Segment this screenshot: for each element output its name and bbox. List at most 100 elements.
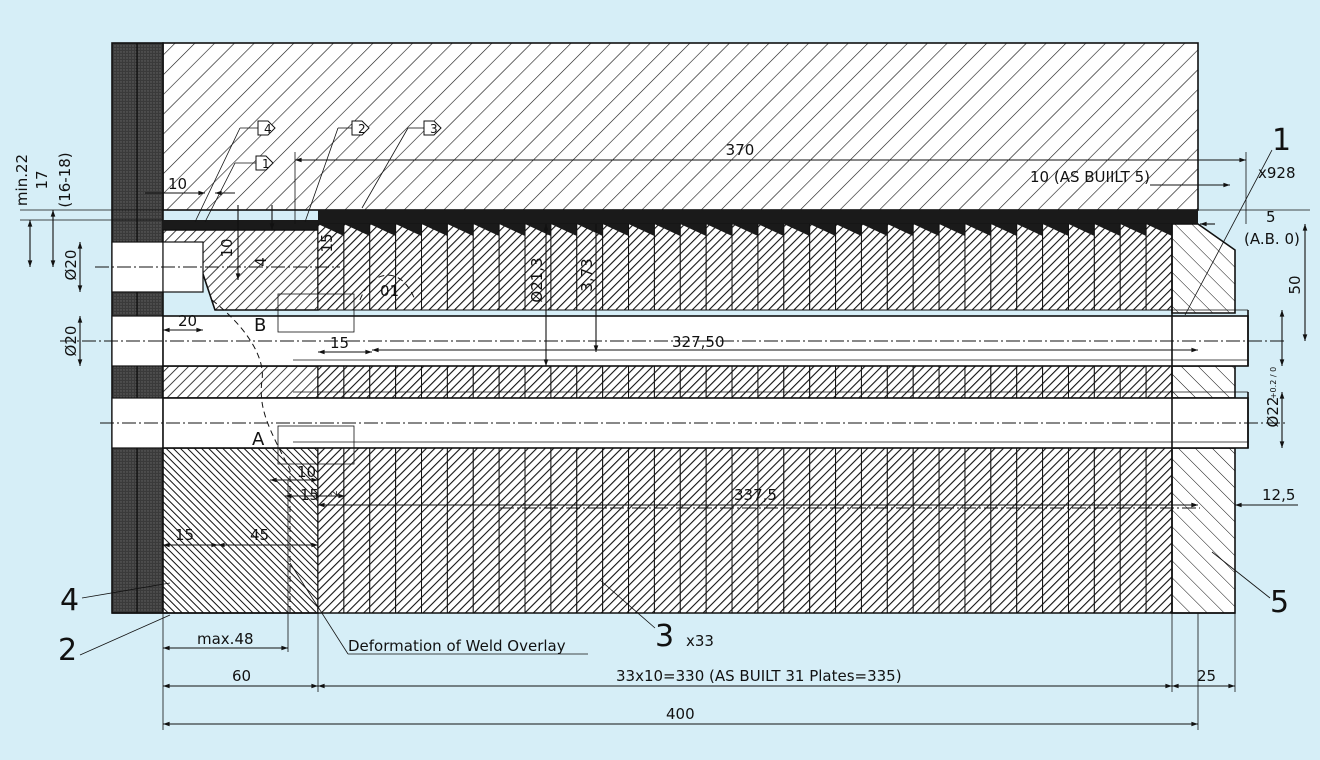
plate xyxy=(705,447,733,614)
weld-tag-4: 4 xyxy=(194,120,276,223)
dim-25: 25 xyxy=(1197,667,1216,685)
dim-337-5: 337,5 xyxy=(734,486,777,504)
plate xyxy=(731,447,759,614)
plate-serration xyxy=(1016,224,1043,236)
plate xyxy=(1042,447,1069,614)
dim-4: 4 xyxy=(252,257,270,267)
plate-serration xyxy=(1042,224,1069,236)
plate xyxy=(1016,223,1044,311)
plate xyxy=(1067,365,1095,399)
plate xyxy=(472,223,500,311)
plate xyxy=(1067,447,1095,614)
plate xyxy=(1042,365,1069,399)
plate xyxy=(602,447,630,614)
plate-stack-lower xyxy=(317,447,1173,614)
dim-15-vertical: 15 xyxy=(318,233,336,252)
deformation-note-text: Deformation of Weld Overlay xyxy=(348,637,566,655)
plate-serration xyxy=(447,224,474,236)
plate-serration xyxy=(654,224,681,236)
plate xyxy=(395,223,423,311)
plate xyxy=(421,365,448,399)
part-4-label: 4 xyxy=(60,583,79,618)
dim-phi22-tolerance: +0.2 / 0 xyxy=(1269,367,1278,399)
plate xyxy=(964,447,992,614)
plate xyxy=(576,447,604,614)
plate xyxy=(628,447,655,614)
dim-max48: max.48 xyxy=(197,630,254,648)
plate xyxy=(498,223,526,311)
plate xyxy=(550,447,578,614)
plate xyxy=(550,223,578,311)
plate xyxy=(446,223,474,311)
dim-10-vertical: 10 xyxy=(218,238,236,257)
plate xyxy=(472,365,500,399)
plate xyxy=(1145,447,1173,614)
plate-serration xyxy=(706,224,733,236)
plate xyxy=(317,447,345,614)
deformation-note: Deformation of Weld Overlay xyxy=(289,562,588,655)
dim-x928: x928 xyxy=(1258,164,1296,182)
plate-serration xyxy=(913,224,940,236)
svg-text:1: 1 xyxy=(262,157,270,171)
plate xyxy=(938,365,966,399)
dim-20: 20 xyxy=(178,312,197,330)
part-3-label: 3 xyxy=(655,619,674,654)
plate xyxy=(835,223,862,311)
plate-serration xyxy=(499,224,526,236)
part-2-label: 2 xyxy=(58,633,77,668)
plate xyxy=(783,365,811,399)
dim-phi22: Ø22 xyxy=(1264,397,1282,428)
plate xyxy=(524,447,552,614)
plate-serration xyxy=(990,224,1017,236)
part-1-label: 1 xyxy=(1272,123,1291,158)
plate-serration xyxy=(421,224,448,236)
plate xyxy=(860,447,888,614)
plate xyxy=(343,447,371,614)
plate xyxy=(679,447,707,614)
dim-16-18: (16-18) xyxy=(56,152,74,207)
plate xyxy=(576,365,604,399)
plate xyxy=(705,365,733,399)
plate xyxy=(912,365,940,399)
plate xyxy=(1145,365,1173,399)
plate xyxy=(602,365,630,399)
plate-serration xyxy=(835,224,862,236)
plate xyxy=(1093,223,1121,311)
plate-stack-upper xyxy=(317,223,1173,311)
dim-3-73: 3,73 xyxy=(578,258,596,291)
svg-text:2: 2 xyxy=(358,122,366,136)
dim-10-lower: 10 xyxy=(297,463,316,481)
dim-phi20-upper: Ø20 xyxy=(62,250,80,281)
plate xyxy=(809,365,837,399)
plate xyxy=(1067,223,1095,311)
dim-327-50: 327,50 xyxy=(672,333,725,351)
dim-50: 50 xyxy=(1286,275,1304,294)
part-5-label: 5 xyxy=(1270,585,1289,620)
dim-phi20-lower: Ø20 xyxy=(62,326,80,357)
plate xyxy=(1119,223,1147,311)
plate xyxy=(783,223,811,311)
plate-serration xyxy=(1120,224,1147,236)
dim-15-lower: 15 xyxy=(300,486,319,504)
dim-17: 17 xyxy=(33,170,51,189)
plate-serration xyxy=(628,224,655,236)
dim-5: 5 xyxy=(1266,208,1276,226)
plate xyxy=(964,223,992,311)
plate-serration xyxy=(550,224,577,236)
weld-tag-1: 1 xyxy=(204,155,274,223)
plate xyxy=(1145,223,1173,311)
plate xyxy=(679,223,707,311)
plate-serration xyxy=(732,224,758,236)
dim-min22: min.22 xyxy=(13,154,31,206)
plate-serration xyxy=(395,224,422,236)
component-body xyxy=(60,42,1285,614)
part-callouts: 1 2 3 x33 4 5 xyxy=(58,123,1291,668)
plate-serration xyxy=(939,224,965,236)
plate-serration xyxy=(602,224,629,236)
plate xyxy=(317,365,345,399)
plate xyxy=(679,365,707,399)
plate-serration xyxy=(473,224,500,236)
weld-tag-2: 2 xyxy=(304,120,370,223)
dim-2-lower: 2 xyxy=(330,490,340,496)
dim-400: 400 xyxy=(666,705,695,723)
